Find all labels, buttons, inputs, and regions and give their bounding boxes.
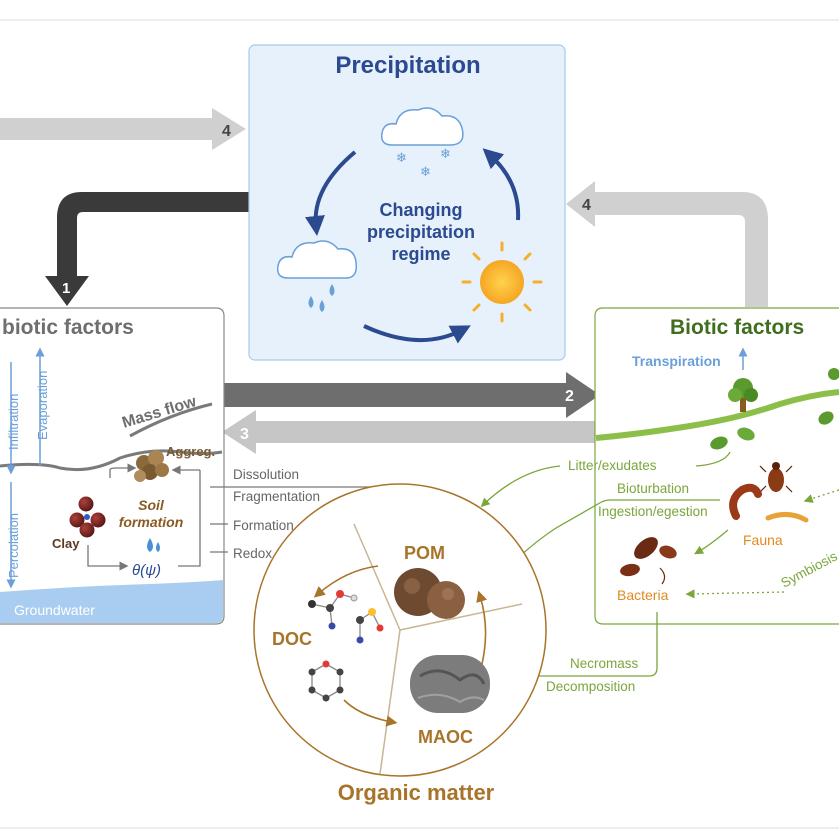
arrow-4-top-label: 4 — [222, 123, 231, 140]
bioturbation-label: Bioturbation — [617, 481, 689, 496]
plant-to-fauna-arrow — [803, 489, 839, 503]
pom-particles-icon — [394, 568, 465, 619]
necromass-arrow — [523, 612, 658, 681]
ground-line — [595, 389, 839, 441]
water-drop-icon — [147, 538, 160, 552]
millipede-icon — [729, 483, 762, 520]
necromass-label: Necromass — [570, 656, 639, 671]
precipitation-title: Precipitation — [335, 52, 480, 79]
arrow-4-right: 4 — [566, 181, 768, 307]
cycle-arrow-left — [305, 150, 357, 236]
bacteria-label: Bacteria — [617, 587, 669, 603]
bacteria-icon — [620, 537, 677, 585]
cycle-bracket-right — [178, 470, 201, 567]
pom-to-doc-arrow — [313, 565, 379, 598]
tree-icon — [728, 378, 758, 412]
litter-label: Litter/exudates — [568, 458, 657, 473]
soil-formation-line-2: formation — [119, 514, 184, 530]
precipitation-panel: Precipitation ❄ ❄ ❄ — [248, 44, 566, 361]
pom-label: POM — [404, 543, 445, 563]
svg-text:❄: ❄ — [396, 150, 407, 165]
arrow-2-label: 2 — [565, 388, 574, 405]
ingestion-label: Ingestion/egestion — [598, 504, 708, 519]
groundwater-area — [0, 580, 223, 623]
soil-surface — [0, 449, 223, 472]
sun-icon — [461, 241, 543, 323]
centipede-icon — [765, 512, 809, 523]
svg-text:❄: ❄ — [440, 146, 451, 161]
cycle-arrow-bottom — [363, 324, 471, 344]
evaporation-label: Evaporation — [35, 371, 50, 440]
arrow-3-label: 3 — [240, 426, 249, 443]
fragmentation-label: Fragmentation — [233, 489, 320, 504]
center-line-1: Changing — [380, 200, 463, 220]
fauna-to-bacteria-arrow — [694, 529, 729, 555]
soil-formation-line-1: Soil — [138, 497, 165, 513]
doc-molecule-icon — [308, 590, 384, 702]
abiotic-title: biotic factors — [2, 316, 134, 339]
decomposition-label: Decomposition — [546, 679, 635, 694]
transpiration-label: Transpiration — [632, 353, 721, 369]
aggregates-label: Aggreg. — [166, 444, 215, 459]
center-line-2: precipitation — [367, 222, 475, 242]
biotic-panel: Biotic factors Transpiration Litter/exud… — [480, 307, 839, 694]
redox-label: Redox — [233, 546, 272, 561]
dissolution-label: Dissolution — [233, 467, 299, 482]
cycle-arrow-clay-agg — [109, 463, 137, 478]
arrow-1-label: 1 — [62, 280, 70, 297]
water-potential-label: θ(ψ) — [132, 562, 161, 579]
formation-label: Formation — [233, 518, 294, 533]
organic-matter-title: Organic matter — [338, 780, 495, 805]
center-line-3: regime — [391, 244, 450, 264]
maoc-to-pom-arrow — [476, 590, 488, 665]
clay-label: Clay — [52, 536, 80, 551]
snow-cloud-icon: ❄ ❄ ❄ — [380, 107, 464, 179]
arrow-4-top: 4 — [0, 108, 246, 150]
aggregate-icon — [134, 450, 169, 482]
mass-flow-arrow — [129, 402, 213, 438]
plant-icon — [828, 368, 839, 380]
maoc-label: MAOC — [418, 727, 473, 747]
leaf-icon — [710, 411, 834, 450]
organic-matter-panel: POM DOC MAOC Organic matter — [253, 483, 547, 805]
biotic-title: Biotic factors — [670, 316, 804, 339]
arrow-4-right-label: 4 — [582, 197, 591, 214]
arrow-2: 2 — [224, 372, 600, 418]
doc-label: DOC — [272, 629, 312, 649]
abiotic-panel: Groundwater biotic factors Mass flow Inf… — [0, 307, 225, 625]
cycle-arrow-clay-water — [87, 545, 129, 571]
beetle-icon — [759, 462, 793, 493]
infiltration-label: Infiltration — [6, 394, 21, 450]
svg-text:❄: ❄ — [420, 164, 431, 179]
arrow-1: 1 — [45, 192, 250, 306]
doc-to-maoc-arrow — [343, 699, 398, 727]
clay-icon — [69, 496, 106, 538]
litter-line — [695, 451, 731, 467]
groundwater-label: Groundwater — [14, 602, 95, 618]
symbiosis-arrow — [685, 589, 785, 599]
fauna-label: Fauna — [743, 532, 783, 548]
cycle-arrow-right — [482, 148, 521, 221]
litter-arrow — [480, 465, 561, 508]
rain-cloud-icon — [276, 240, 358, 312]
maoc-mineral-icon — [410, 655, 490, 713]
percolation-label: Percolation — [6, 513, 21, 578]
arrow-3: 3 — [222, 410, 597, 454]
